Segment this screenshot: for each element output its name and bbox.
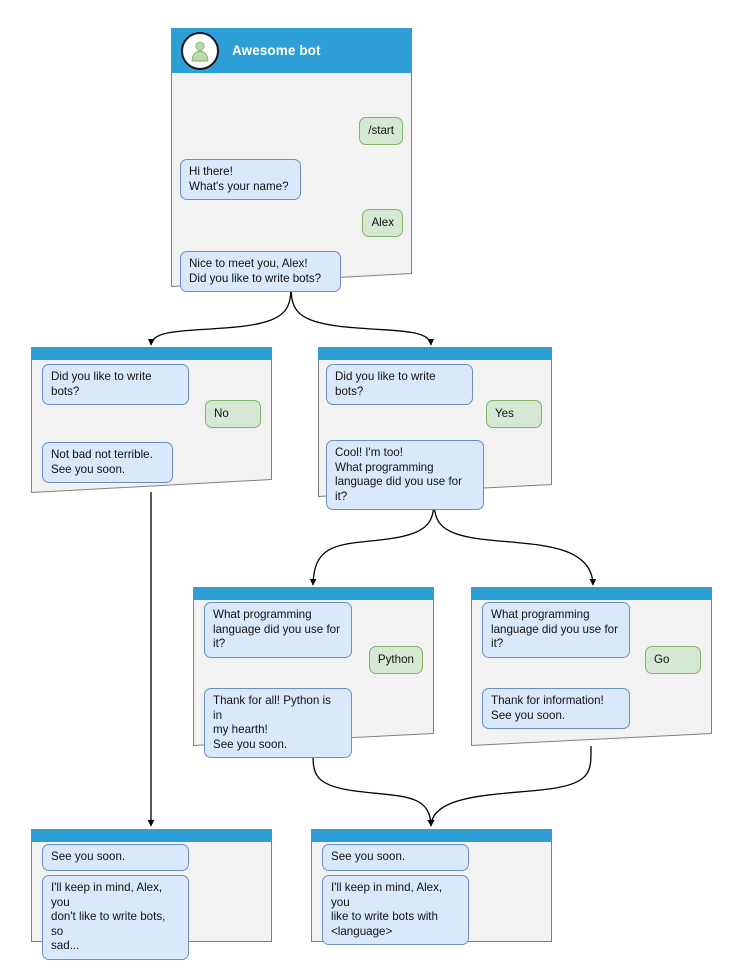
node-title-start: Awesome bot (232, 43, 321, 58)
message-bubble-bot: Hi there! What's your name? (180, 159, 301, 201)
edge-start-to-no (147, 282, 292, 346)
edge-start-to-yes (290, 282, 435, 346)
message-bubble-bot: See you soon. (322, 844, 469, 871)
message-bubble-user: Go (645, 646, 701, 674)
chat-area-end-happy: See you soon. I'll keep in mind, Alex, y… (311, 842, 552, 946)
message-bubble-bot: Thank for all! Python is in my hearth! S… (204, 688, 352, 759)
chat-area-start: /start Hi there! What's your name? Alex … (171, 73, 412, 293)
message-bubble-user: /start (359, 117, 403, 145)
node-end-happy[interactable]: See you soon. I'll keep in mind, Alex, y… (311, 829, 552, 946)
node-start[interactable]: Awesome bot /start Hi there! What's your… (171, 28, 412, 293)
message-bubble-bot: I'll keep in mind, Alex, you don't like … (42, 875, 189, 960)
message-bubble-bot: Did you like to write bots? (42, 364, 189, 406)
chat-area-lang-go: What programming language did you use fo… (471, 600, 712, 746)
chat-area-answer-yes: Did you like to write bots? Yes Cool! I'… (318, 360, 552, 511)
message-bubble-bot: Did you like to write bots? (326, 364, 473, 406)
chat-area-end-sad: See you soon. I'll keep in mind, Alex, y… (31, 842, 272, 960)
message-bubble-bot: Nice to meet you, Alex! Did you like to … (180, 251, 341, 293)
message-bubble-user: Python (368, 646, 423, 674)
message-bubble-user: No (205, 400, 261, 428)
message-bubble-bot: Cool! I'm too! What programming language… (326, 440, 484, 511)
message-bubble-bot: I'll keep in mind, Alex, you like to wri… (322, 875, 469, 946)
message-bubble-bot: Not bad not terrible. See you soon. (42, 442, 173, 484)
chat-area-answer-no: Did you like to write bots? No Not bad n… (31, 360, 272, 493)
node-answer-yes[interactable]: Did you like to write bots? Yes Cool! I'… (318, 347, 552, 511)
chat-area-lang-python: What programming language did you use fo… (193, 600, 434, 759)
node-lang-python[interactable]: What programming language did you use fo… (193, 587, 434, 759)
node-answer-no[interactable]: Did you like to write bots? No Not bad n… (31, 347, 272, 493)
edge-go-to-end-happy (427, 745, 592, 827)
edge-python-to-end-happy (312, 747, 435, 827)
person-avatar-icon (181, 31, 219, 70)
message-bubble-user: Alex (362, 209, 403, 237)
message-bubble-bot: Thank for information! See you soon. (482, 688, 630, 730)
node-header-start: Awesome bot (171, 28, 412, 73)
message-bubble-user: Yes (486, 400, 542, 428)
node-card-shape (171, 28, 412, 287)
message-bubble-bot: What programming language did you use fo… (204, 602, 352, 658)
message-bubble-bot: What programming language did you use fo… (482, 602, 630, 658)
message-bubble-bot: See you soon. (42, 844, 189, 871)
node-lang-go[interactable]: What programming language did you use fo… (471, 587, 712, 746)
node-end-sad[interactable]: See you soon. I'll keep in mind, Alex, y… (31, 829, 272, 960)
